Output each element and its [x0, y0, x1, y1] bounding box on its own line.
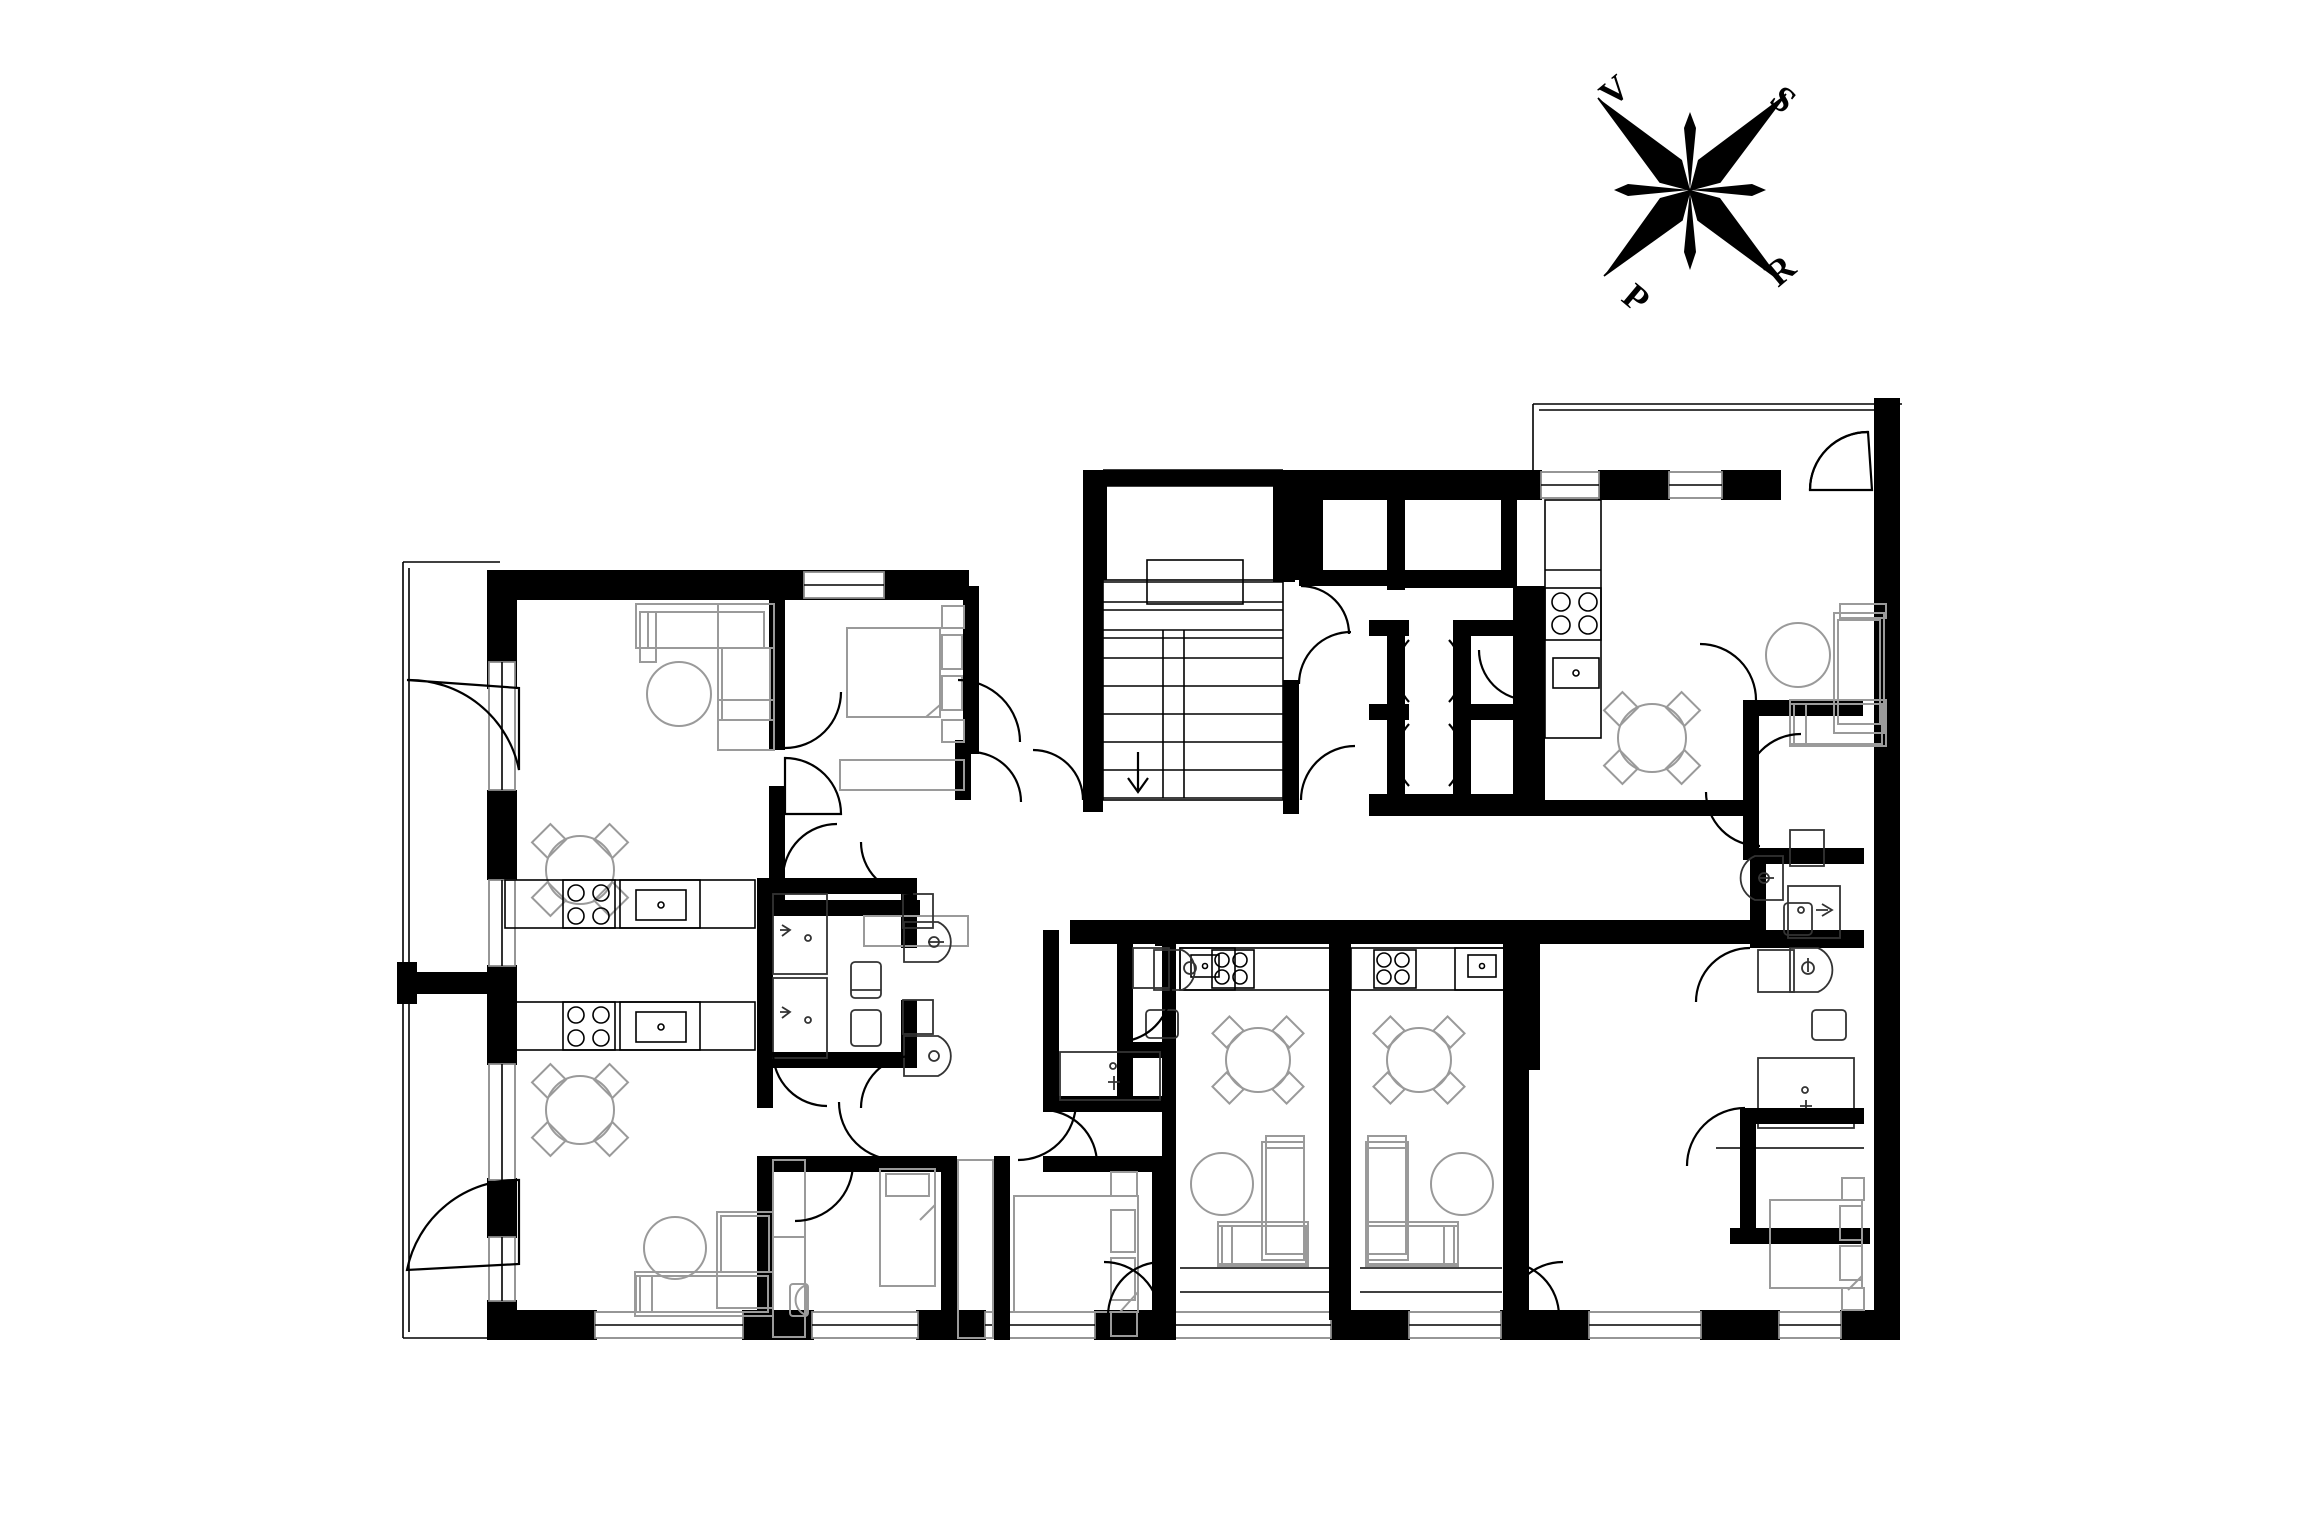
unit-e-furniture — [1544, 499, 1887, 1129]
unit-e-partitions — [1529, 586, 1864, 948]
dining-set-e — [1602, 690, 1702, 786]
dining-set-b — [530, 1062, 630, 1158]
kitchen-e — [1544, 499, 1602, 739]
sofa-c — [1217, 1135, 1309, 1267]
wardrobe-b — [957, 1159, 994, 1339]
coffee-table-e — [1765, 622, 1831, 688]
coffee-table-c — [1190, 1152, 1254, 1216]
coffee-table-b — [643, 1216, 707, 1280]
compass-rose — [1597, 93, 1787, 283]
unit-f-furniture — [1716, 1147, 1865, 1311]
unit-f-partitions — [1730, 1108, 1870, 1244]
kitchen-d — [1350, 947, 1514, 991]
unit-b-furniture — [530, 1062, 1139, 1339]
units-cd-furniture — [1179, 947, 1514, 1293]
sofa-corner-e — [1789, 603, 1887, 747]
bathroom-a-upper — [772, 893, 952, 999]
windows — [488, 471, 1842, 1339]
door-swings — [405, 430, 1874, 1319]
double-bed-f — [1769, 1177, 1865, 1311]
double-bed-b — [1013, 1171, 1139, 1337]
coffee-table-d — [1430, 1152, 1494, 1216]
bathroom-a-lower — [772, 977, 952, 1077]
bathroom-e — [1739, 829, 1841, 939]
stair-down-arrow — [1127, 752, 1149, 794]
unit-a-furniture — [504, 603, 969, 1077]
single-bed-b — [879, 1168, 936, 1287]
bathroom-e-lower — [1757, 947, 1855, 1129]
dining-set-d — [1372, 1015, 1466, 1105]
elevator-doors — [1395, 639, 1463, 787]
service-room — [1315, 486, 1323, 570]
balcony-west — [402, 561, 500, 1339]
sofa-d — [1365, 1135, 1459, 1267]
units-cd-partitions — [1070, 920, 1763, 1340]
wardrobe-a — [839, 759, 965, 791]
kitchen-c — [1179, 947, 1341, 991]
desk-b — [772, 1159, 809, 1338]
dining-set-c — [1211, 1015, 1305, 1105]
coffee-table-a — [646, 661, 712, 727]
kitchen-a — [504, 879, 756, 1051]
central-bathroom-fixtures — [1059, 947, 1197, 1101]
core-walls — [1083, 470, 1529, 816]
floor-edges — [1103, 469, 1283, 487]
stairwell — [1102, 559, 1284, 801]
double-bed-a — [846, 605, 965, 743]
wardrobe-a2 — [863, 915, 969, 947]
sofa-corner-a — [635, 603, 775, 751]
